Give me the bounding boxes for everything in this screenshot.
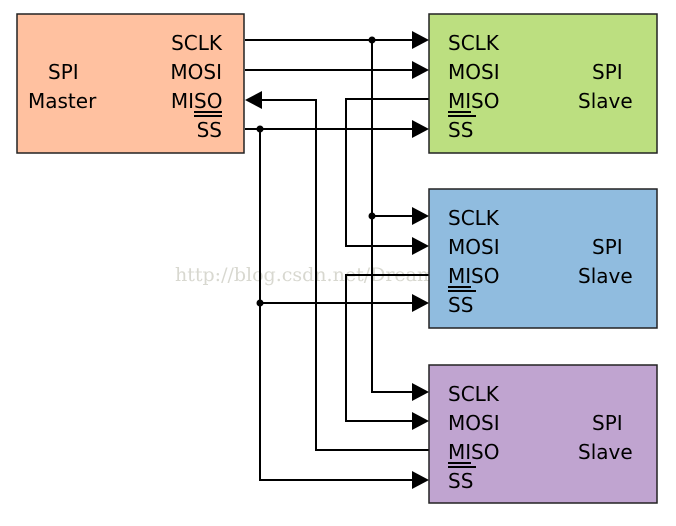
slave-pin-miso-part1: MI	[448, 89, 471, 113]
slave-pin-miso-part2: SO	[471, 264, 499, 288]
master-pin-miso-part1: MI	[171, 89, 194, 113]
spi-slave-1: SCLK MOSI MI SO SS SPI Slave	[428, 13, 658, 154]
slave-box	[428, 188, 658, 329]
slave-pin-miso-part1: MI	[448, 440, 471, 464]
arrow-right-icon	[412, 383, 429, 401]
arrow-right-icon	[412, 207, 429, 225]
wire-slave2-miso-to-slave3-mosi	[345, 274, 429, 422]
junction-dot	[256, 125, 264, 133]
junction-dot	[368, 36, 376, 44]
slave-title-line2: Slave	[578, 89, 633, 113]
slave-pin-ss: SS	[448, 118, 473, 142]
slave-title-line2: Slave	[578, 440, 633, 464]
slave-pin-sclk: SCLK	[448, 206, 500, 230]
arrow-left-icon	[245, 91, 262, 109]
slave-title-line2: Slave	[578, 264, 633, 288]
arrow-right-icon	[412, 471, 429, 489]
slave-pin-miso-part1: MI	[448, 264, 471, 288]
master-title-line1: SPI	[48, 60, 79, 84]
arrow-right-icon	[412, 31, 429, 49]
wire-slave1-miso-to-slave2-mosi	[345, 98, 429, 247]
arrow-right-icon	[412, 61, 429, 79]
wire-ss-bus	[259, 129, 414, 481]
junction-dot	[256, 299, 264, 307]
slave-box	[428, 364, 658, 504]
arrow-right-icon	[412, 120, 429, 138]
junction-dot	[368, 212, 376, 220]
arrow-right-icon	[412, 294, 429, 312]
spi-slave-3: SCLK MOSI MI SO SS SPI Slave	[428, 364, 658, 504]
watermark: http://blog.csdn.net/Dream	[175, 264, 435, 286]
slave-pin-miso-part2: SO	[471, 440, 499, 464]
master-pin-mosi: MOSI	[170, 60, 222, 84]
slave-pin-miso-part2: SO	[471, 89, 499, 113]
slave-pin-mosi: MOSI	[448, 411, 500, 435]
slave-pin-sclk: SCLK	[448, 382, 500, 406]
spi-slave-2: SCLK MOSI MI SO SS SPI Slave	[428, 188, 658, 329]
slave-pin-sclk: SCLK	[448, 31, 500, 55]
wire-slave3-miso-to-master-miso	[260, 99, 429, 451]
arrowheads	[245, 31, 429, 489]
slave-box	[428, 13, 658, 154]
slave-pin-mosi: MOSI	[448, 235, 500, 259]
master-title-line2: Master	[28, 89, 97, 113]
slave-title-line1: SPI	[592, 60, 623, 84]
arrow-right-icon	[412, 412, 429, 430]
master-pin-miso-part2: SO	[194, 89, 222, 113]
slave-title-line1: SPI	[592, 235, 623, 259]
wires	[245, 39, 429, 481]
slave-title-line1: SPI	[592, 411, 623, 435]
arrow-right-icon	[412, 237, 429, 255]
slave-pin-ss: SS	[448, 293, 473, 317]
junctions	[256, 36, 376, 307]
spi-master-block: SPI Master SCLK MOSI MI SO SS	[16, 13, 245, 154]
master-pin-ss: SS	[197, 118, 222, 142]
slave-pin-mosi: MOSI	[448, 60, 500, 84]
master-box	[16, 13, 245, 154]
master-pin-sclk: SCLK	[171, 31, 223, 55]
slave-pin-ss: SS	[448, 469, 473, 493]
wire-sclk-bus	[371, 40, 414, 393]
